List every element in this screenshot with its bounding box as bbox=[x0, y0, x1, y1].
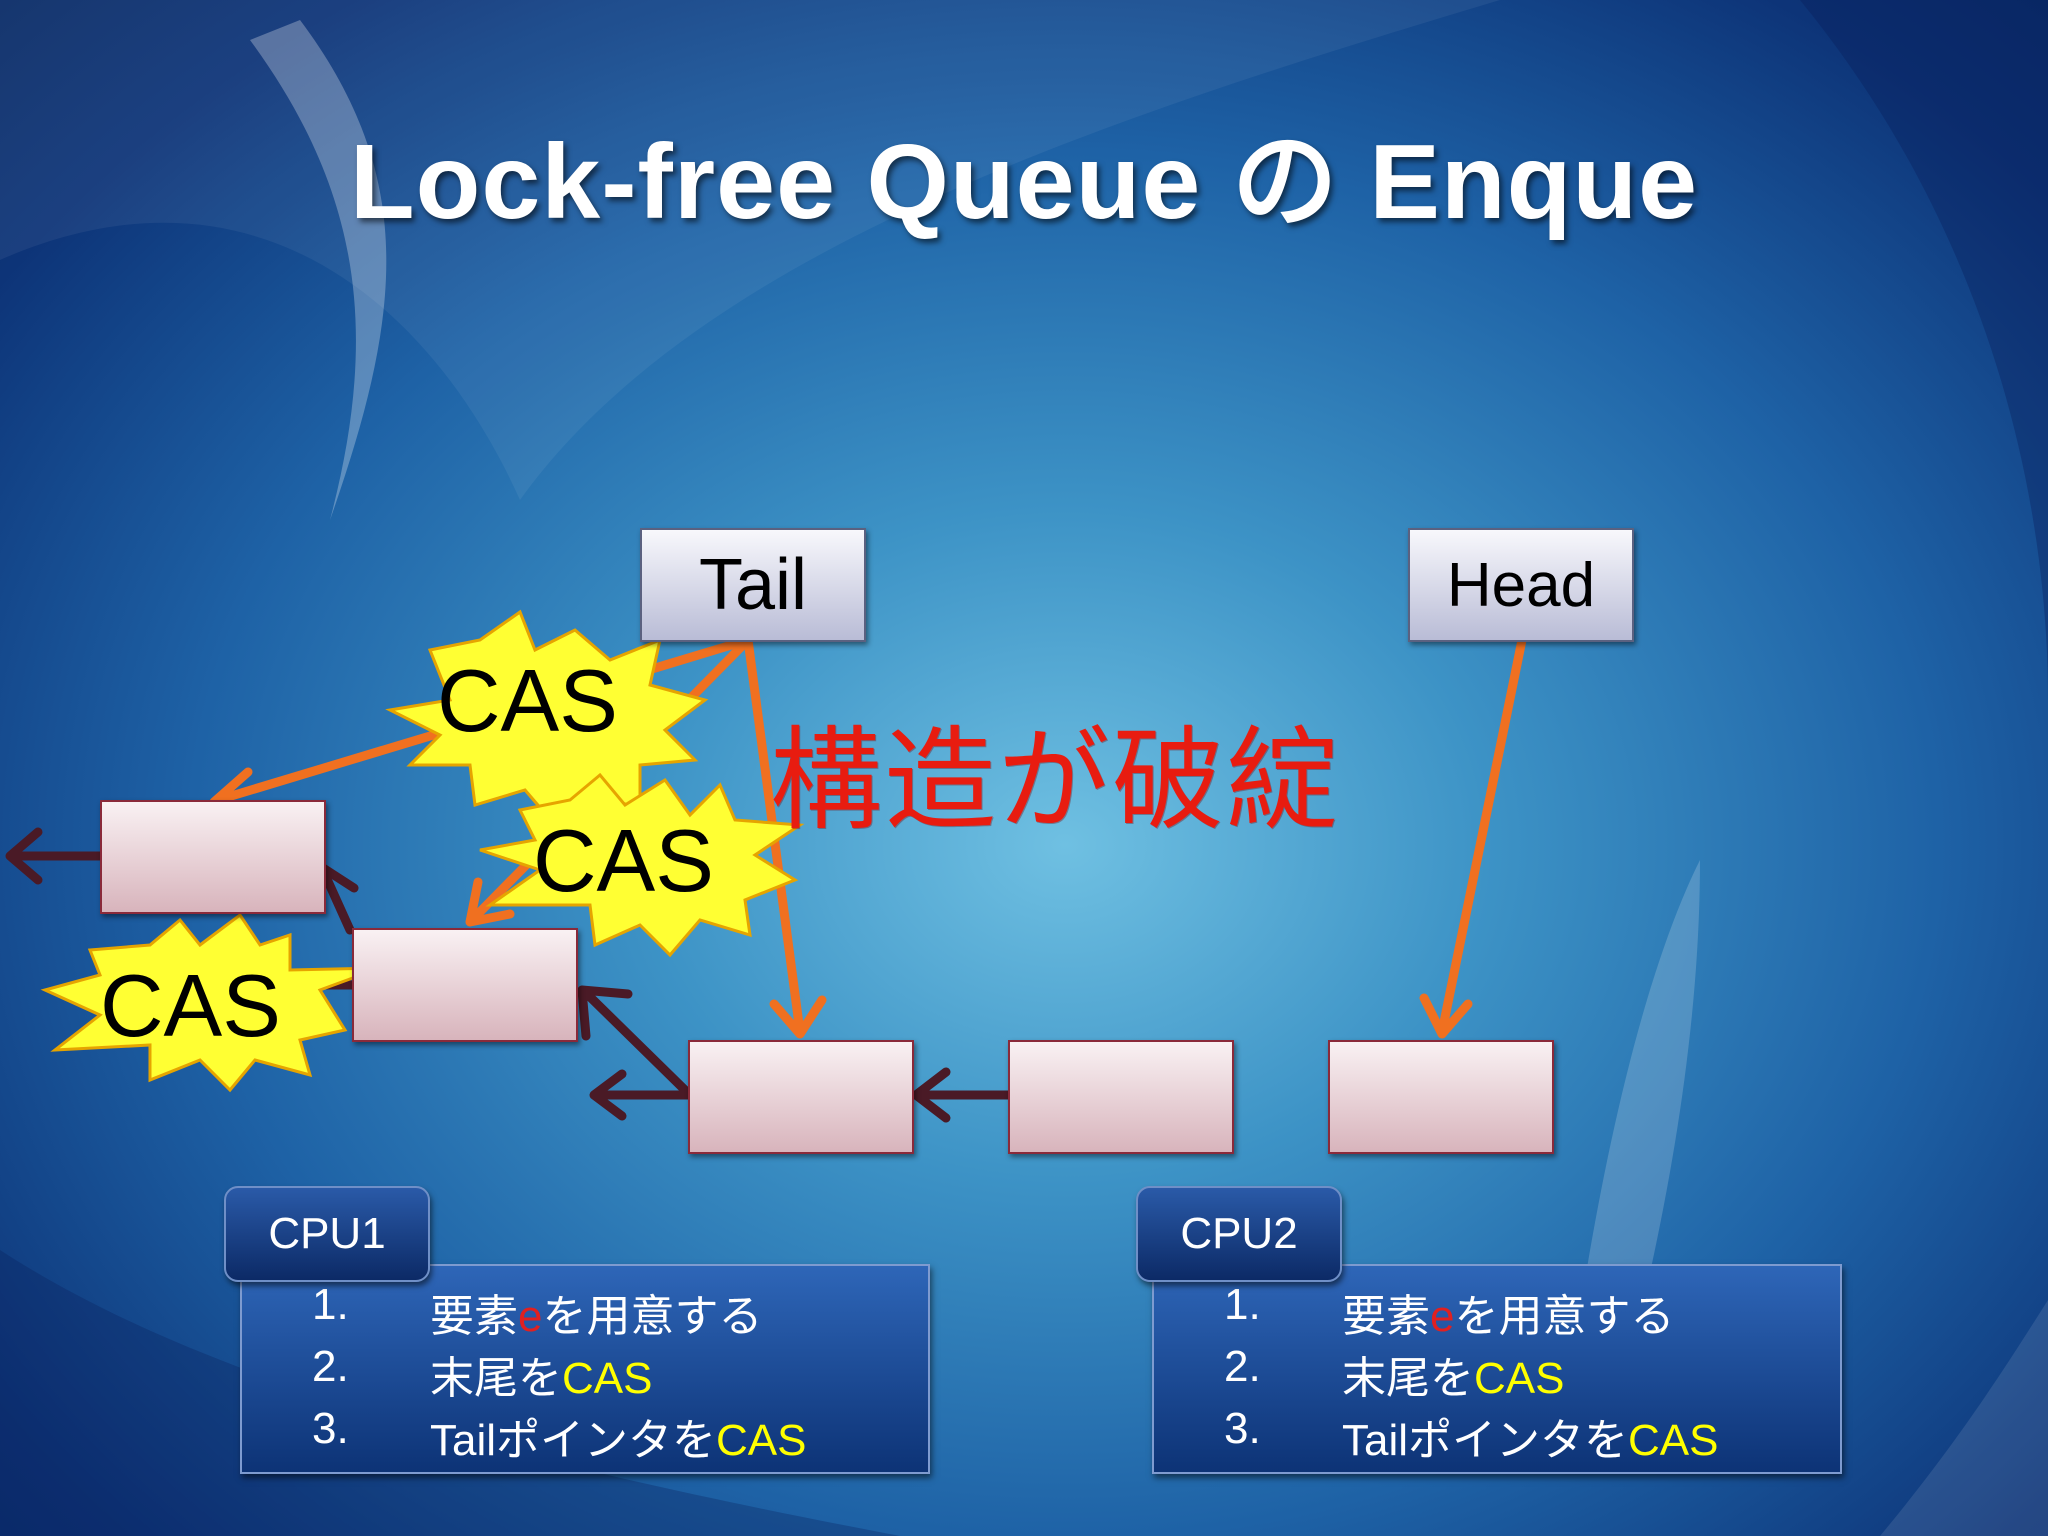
step-text-part: 要素 bbox=[430, 1291, 518, 1342]
queue-node bbox=[1328, 1040, 1554, 1154]
head-pointer-box: Head bbox=[1408, 528, 1634, 642]
cas-label: CAS bbox=[437, 651, 618, 750]
step-number: 1. bbox=[1224, 1280, 1261, 1329]
step-text-part: を用意する bbox=[542, 1291, 763, 1342]
step-number: 3. bbox=[1224, 1404, 1261, 1453]
arrow-node4-to-node3 bbox=[911, 1067, 1013, 1123]
arrow-node3-to-node2 bbox=[577, 985, 695, 1100]
cas-keyword: CAS bbox=[1628, 1416, 1719, 1465]
tail-pointer-box: Tail bbox=[640, 528, 866, 642]
step-text-part: Tailポインタを bbox=[1342, 1416, 1629, 1465]
step-text: TailポインタをCAS bbox=[1342, 1404, 1719, 1468]
step-number: 3. bbox=[312, 1404, 349, 1453]
arrow-head-to-node5 bbox=[1419, 635, 1527, 1039]
cas-label: CAS bbox=[100, 956, 281, 1055]
slide-title: Lock-free Queue の Enque bbox=[349, 123, 1699, 241]
element-e: e bbox=[1430, 1292, 1455, 1341]
cpu1-label: CPU1 bbox=[268, 1209, 386, 1258]
step-text: 末尾をCAS bbox=[430, 1342, 652, 1406]
next-pointer-arrows bbox=[5, 827, 1013, 1123]
step-number: 2. bbox=[1224, 1342, 1261, 1391]
arrow-node1-out bbox=[5, 827, 105, 885]
cas-burst-1 bbox=[385, 609, 709, 828]
cas-label: CAS bbox=[533, 811, 714, 910]
cas-keyword: CAS bbox=[562, 1354, 653, 1403]
step-text: TailポインタをCAS bbox=[430, 1404, 807, 1468]
cpu1-tab: CPU1 bbox=[224, 1186, 430, 1282]
tail-pointer-label: Tail bbox=[698, 545, 808, 625]
arrow-node3-out bbox=[589, 1069, 695, 1121]
step-text: 要素eを用意する bbox=[430, 1280, 762, 1344]
step-text-part: 要素 bbox=[1342, 1291, 1430, 1342]
cpu2-label: CPU2 bbox=[1180, 1209, 1298, 1258]
step-number: 2. bbox=[312, 1342, 349, 1391]
step-text-part: 末尾を bbox=[1342, 1353, 1474, 1404]
element-e: e bbox=[518, 1292, 543, 1341]
step-text-part: 末尾を bbox=[430, 1353, 562, 1404]
cas-burst-2 bbox=[479, 772, 805, 958]
queue-node bbox=[1008, 1040, 1234, 1154]
cpu2-steps-panel: 1. 要素eを用意する 2. 末尾をCAS 3. TailポインタをCAS bbox=[1152, 1264, 1842, 1474]
cpu1-steps-panel: 1. 要素eを用意する 2. 末尾をCAS 3. TailポインタをCAS bbox=[240, 1264, 930, 1474]
head-pointer-label: Head bbox=[1446, 550, 1596, 620]
cas-keyword: CAS bbox=[716, 1416, 807, 1465]
broken-structure-label: 構造が破綻 bbox=[770, 716, 1340, 846]
step-text-part: を用意する bbox=[1454, 1291, 1675, 1342]
cas-keyword: CAS bbox=[1474, 1354, 1565, 1403]
queue-node bbox=[688, 1040, 914, 1154]
step-text-part: Tailポインタを bbox=[430, 1416, 717, 1465]
queue-node bbox=[352, 928, 578, 1042]
cpu2-tab: CPU2 bbox=[1136, 1186, 1342, 1282]
step-number: 1. bbox=[312, 1280, 349, 1329]
cas-burst-3 bbox=[40, 912, 381, 1093]
step-text: 要素eを用意する bbox=[1342, 1280, 1674, 1344]
queue-node bbox=[100, 800, 326, 914]
step-text: 末尾をCAS bbox=[1342, 1342, 1564, 1406]
